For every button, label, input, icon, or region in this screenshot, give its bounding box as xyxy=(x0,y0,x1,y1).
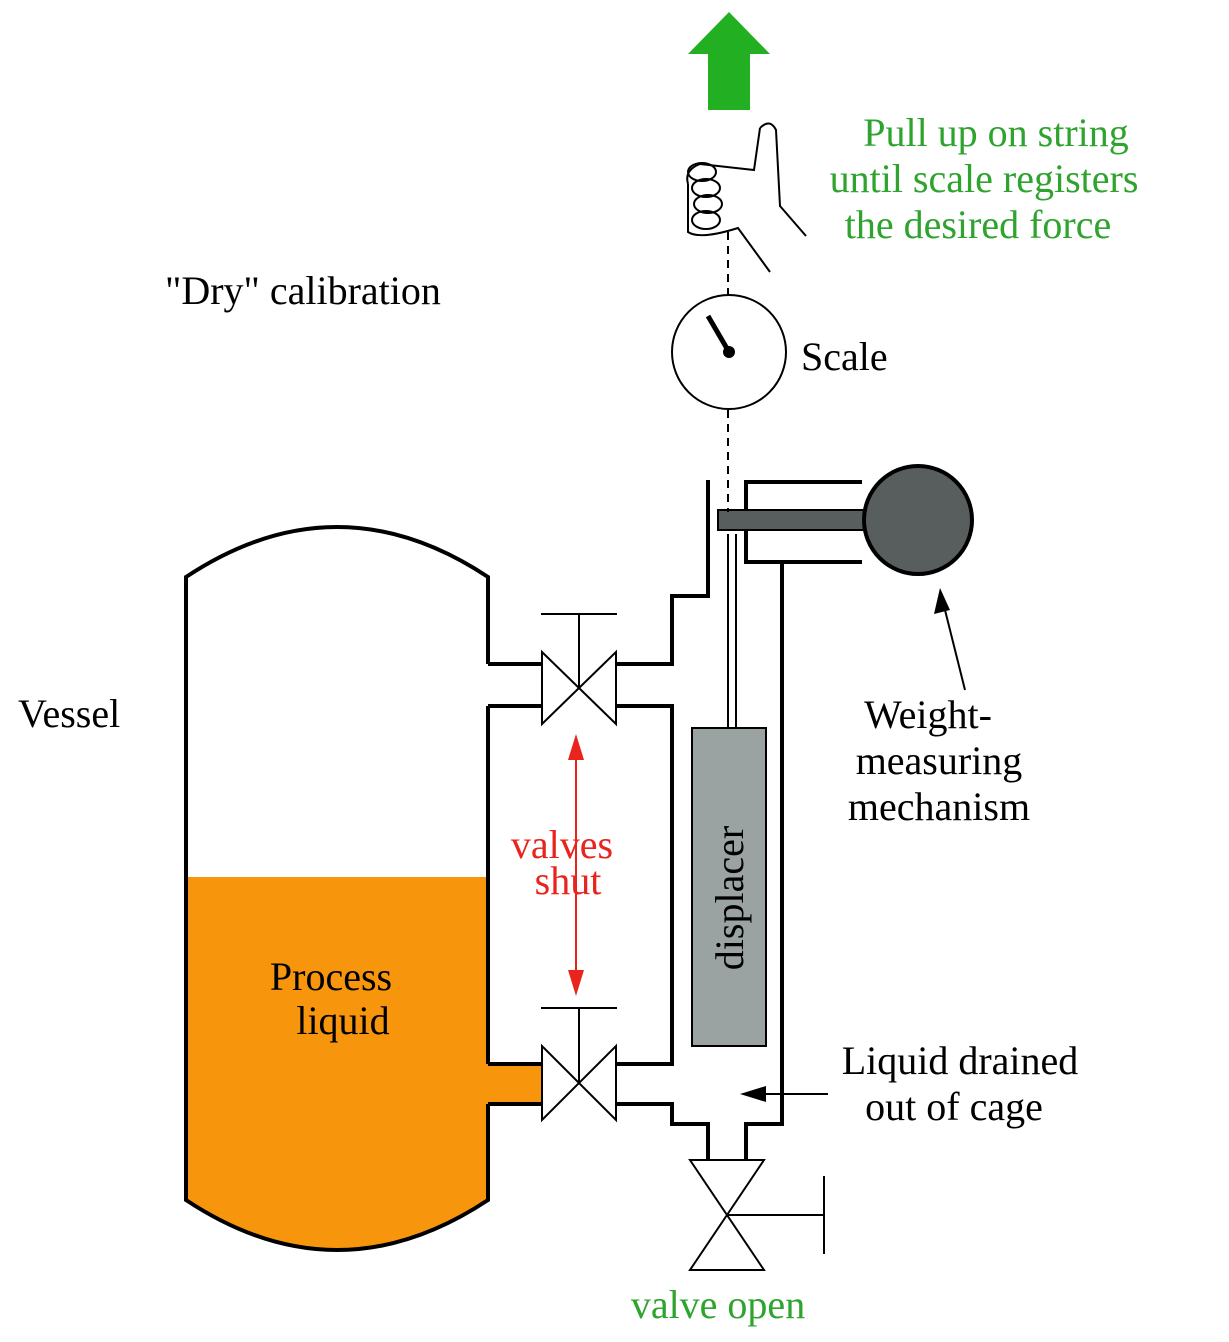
displacer-label: displacer xyxy=(707,826,752,970)
valve-open-label: valve open xyxy=(631,1282,805,1327)
process-liquid-fill xyxy=(186,877,488,1250)
mechanism-pointer-head xyxy=(934,588,950,614)
vessel xyxy=(184,525,490,1252)
drain-pointer-head xyxy=(740,1086,766,1102)
displacer-cage xyxy=(616,480,862,1160)
scale-hub xyxy=(723,346,735,358)
pipe-liquid-fill xyxy=(486,1064,542,1104)
valves-shut-label: valves xyxy=(511,822,613,867)
weight-label-3: mechanism xyxy=(848,784,1030,829)
upper-pipe-left xyxy=(488,662,542,708)
scale-label: Scale xyxy=(801,334,888,379)
instruction-line-2: until scale registers xyxy=(830,156,1139,201)
process-liquid-label-2: liquid xyxy=(296,998,389,1043)
drained-label-2: out of cage xyxy=(865,1084,1043,1129)
weight-label-2: measuring xyxy=(856,738,1023,783)
mechanism-pointer-line xyxy=(942,601,966,691)
lower-valve[interactable] xyxy=(541,1007,617,1123)
process-liquid-label: Process xyxy=(270,954,392,999)
valves-arrow-head-down xyxy=(568,970,584,996)
instruction-line-1: Pull up on string xyxy=(863,110,1129,155)
drain-valve[interactable] xyxy=(688,1159,825,1271)
vessel-label: Vessel xyxy=(18,691,120,736)
upper-valve[interactable] xyxy=(541,613,617,727)
scale-needle xyxy=(705,314,732,354)
drained-label-1: Liquid drained xyxy=(842,1038,1079,1083)
torque-tube xyxy=(727,534,737,728)
lower-pipe-left xyxy=(488,1062,542,1106)
hand-icon xyxy=(686,122,807,273)
diagram-title: "Dry" calibration xyxy=(165,268,441,313)
torque-arm xyxy=(717,509,867,531)
instruction-line-3: the desired force xyxy=(845,202,1112,247)
weight-measuring-mechanism xyxy=(862,464,974,576)
pull-up-arrow-icon xyxy=(688,12,770,110)
valves-shut-label-2: shut xyxy=(535,858,602,903)
displacer xyxy=(691,727,767,1047)
valves-arrow-head-up xyxy=(568,734,584,760)
weight-label-1: Weight- xyxy=(864,692,992,737)
